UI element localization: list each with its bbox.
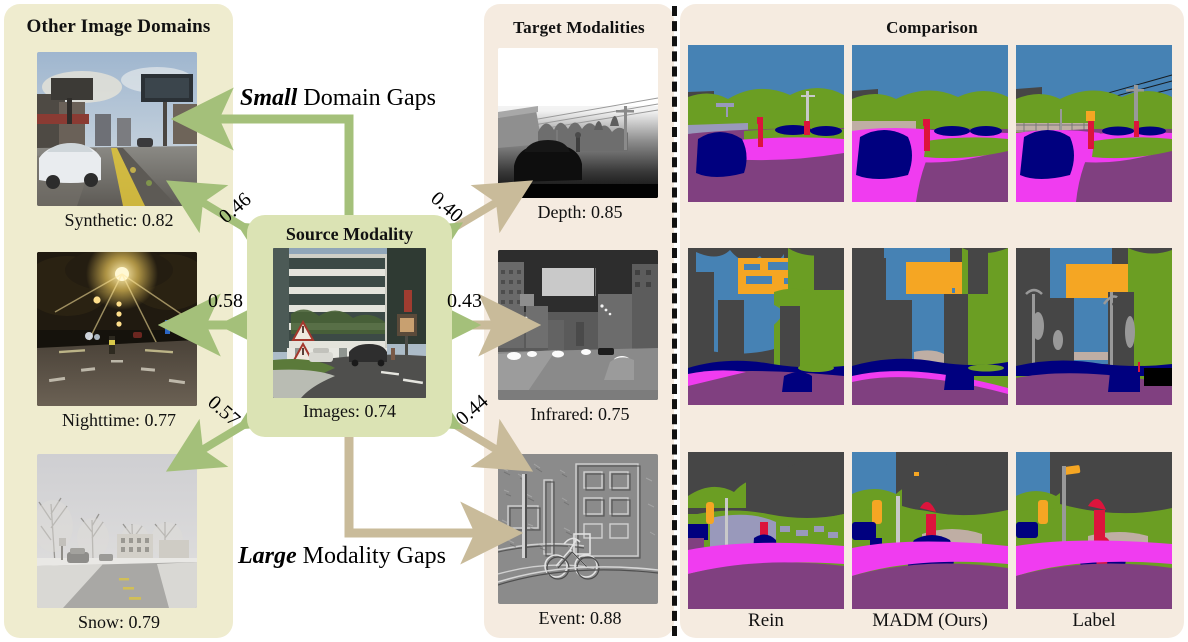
large-modality-gaps-text: Large Modality Gaps bbox=[238, 543, 446, 570]
target-modalities-title: Target Modalities bbox=[513, 18, 645, 37]
domain-label-nighttime: Nighttime: 0.77 bbox=[62, 410, 176, 430]
section-divider bbox=[672, 6, 677, 636]
comparison-column-label-madm: MADM (Ours) bbox=[872, 610, 988, 631]
modality-cell-event: Event: 0.88 bbox=[498, 454, 662, 634]
comparison-cell-infrared-madm bbox=[852, 248, 1008, 405]
comparison-cell-depth-label bbox=[1016, 45, 1172, 202]
small-gap-rest: Domain Gaps bbox=[297, 85, 437, 111]
domain-label-synthetic: Synthetic: 0.82 bbox=[64, 210, 174, 230]
comparison-cell-infrared-label bbox=[1016, 248, 1172, 405]
modality-label-event: Event: 0.88 bbox=[538, 608, 622, 628]
target-modalities-panel: Target Modalities bbox=[484, 4, 674, 638]
domain-cell-snow: Snow: 0.79 bbox=[37, 454, 201, 634]
other-image-domains-panel: Other Image Domains bbox=[4, 4, 233, 638]
small-gap-emphasis: Small bbox=[240, 85, 298, 111]
comparison-column-label-label: Label bbox=[1072, 610, 1116, 631]
comparison-cell-depth-rein bbox=[688, 45, 844, 202]
source-thumbnail bbox=[273, 248, 426, 398]
nighttime-thumbnail bbox=[37, 252, 197, 406]
comparison-cell-depth-madm bbox=[852, 45, 1008, 202]
domain-cell-synthetic: Synthetic: 0.82 bbox=[37, 52, 201, 232]
source-modality-label: Images: 0.74 bbox=[303, 401, 396, 421]
domain-label-snow: Snow: 0.79 bbox=[77, 612, 160, 632]
event-thumbnail bbox=[498, 454, 658, 604]
modality-label-depth: Depth: 0.85 bbox=[537, 202, 623, 222]
modality-label-infrared: Infrared: 0.75 bbox=[530, 404, 630, 424]
comparison-panel: Comparison bbox=[680, 4, 1184, 638]
large-gap-rest: Modality Gaps bbox=[296, 543, 446, 569]
source-modality-box: Source Modality bbox=[247, 215, 452, 437]
infrared-thumbnail bbox=[498, 250, 658, 400]
snow-thumbnail bbox=[37, 454, 197, 608]
comparison-cell-event-madm bbox=[852, 452, 1008, 609]
comparison-column-label-rein: Rein bbox=[748, 610, 784, 631]
small-domain-gaps-text: Small Domain Gaps bbox=[240, 85, 436, 112]
comparison-title: Comparison bbox=[886, 18, 978, 37]
comparison-cell-event-rein bbox=[688, 452, 844, 609]
comparison-cell-infrared-rein bbox=[688, 248, 844, 405]
modality-cell-depth: Depth: 0.85 bbox=[498, 48, 662, 228]
depth-thumbnail bbox=[498, 48, 658, 198]
domain-cell-nighttime: Nighttime: 0.77 bbox=[37, 252, 201, 432]
modality-cell-infrared: Infrared: 0.75 bbox=[498, 250, 662, 430]
source-modality-title: Source Modality bbox=[285, 224, 414, 244]
large-gap-emphasis: Large bbox=[238, 543, 297, 569]
comparison-cell-event-label bbox=[1016, 452, 1172, 609]
edge-value-source-nighttime: 0.58 bbox=[208, 290, 243, 312]
edge-value-source-infrared: 0.43 bbox=[447, 290, 482, 312]
arrow-large-modality-gaps bbox=[344, 437, 524, 565]
other-image-domains-title: Other Image Domains bbox=[26, 16, 211, 37]
synthetic-thumbnail bbox=[37, 52, 197, 206]
